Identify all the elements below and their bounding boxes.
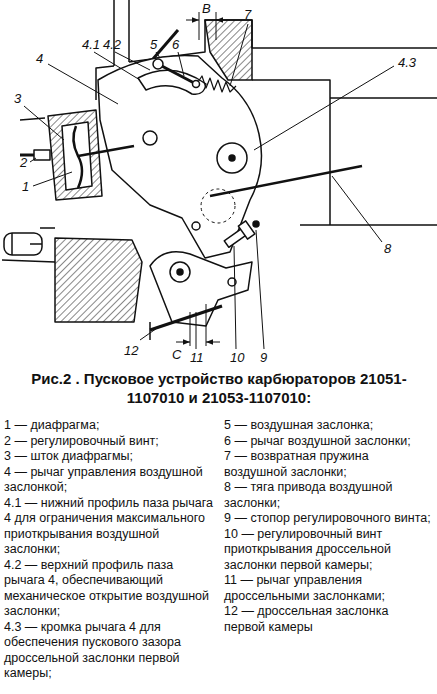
body-outline [2,118,55,262]
legend-entry: 4.2 — верхний профиль паза рычага 4, обе… [4,558,216,620]
callout-number: 4 [36,52,43,65]
lever-slot [138,70,206,94]
callout-number: 7 [244,8,251,21]
throttle-axis [170,262,190,282]
legend-entry: 12 — дроссельная заслонка первой камеры [224,604,432,635]
callout-number: 4.2 [103,38,121,51]
callout-number: 4.1 [82,38,100,51]
lever-pivot [229,155,235,161]
throttle-lever [150,252,252,326]
callout-number: 10 [230,351,244,364]
dimension-line [199,12,200,40]
diaphragm-housing [48,110,102,200]
dimension-arrow [206,342,220,343]
callout-number: В [202,2,211,15]
legend-entry: 4 — рычаг управления воздушной заслонкой… [4,465,216,496]
body-post [128,0,130,62]
diaphragm [73,126,82,188]
callout-number: 5 [150,38,157,51]
callout-number: 6 [172,38,179,51]
legend-column: 1 — диафрагма;2 — регулировочный винт;3 … [4,418,216,682]
lever-pin [192,222,200,230]
starter-illustration [0,0,437,365]
callout-number: 9 [260,351,267,364]
lever-pin [143,131,157,145]
choke-control-lever [98,56,261,259]
mounting-screw [11,233,13,255]
callout-number: 1 [22,180,29,193]
mounting-screw [30,243,42,245]
legend-entry: 11 — рычаг управления дроссельными засло… [224,573,432,604]
lever-pivot [217,143,247,173]
legend-entry: 9 — стопор регулировочного винта; [224,511,432,527]
legend-entry: 4.3 — кромка рычага 4 для обеспечения пу… [4,620,216,682]
dimension-arrow [216,20,230,21]
throttle-axis [177,269,183,275]
callout-number: 12 [124,344,138,357]
callout-number: 11 [190,351,204,364]
legend-entry: 7 — возвратная пружина воздушной заслонк… [224,449,432,480]
callout-number: С [172,348,181,361]
figure-caption: Рис.2 . Пусковое устройство карбюраторов… [14,370,424,408]
callout-number: 2 [20,156,27,169]
flap-axis [153,59,163,69]
flap-lever [158,64,196,84]
legend-entry: 5 — воздушная заслонка; [224,418,432,434]
mounting-screw [4,233,42,255]
adjusting-screw [34,150,50,160]
legend-entry: 3 — шток диафрагмы; [4,449,216,465]
callout-number: 8 [384,242,391,255]
dimension-arrow [176,342,190,343]
dimension-line [206,304,207,346]
dimension-arrow [186,20,199,21]
screw-stopper [253,221,259,227]
choke-rod [210,166,362,196]
legend-entry: 4.1 — нижний профиль паза рычага 4 для о… [4,496,216,558]
detail-circle [201,189,235,223]
legend-column: 5 — воздушная заслонка;6 — рычаг воздушн… [224,418,432,635]
body-post [113,0,115,66]
throttle-body [55,238,142,322]
chamber-wall [149,322,151,340]
throttle-flap [150,306,222,330]
legend-entry: 2 — регулировочный винт; [4,434,216,450]
legend-entry: 1 — диафрагма; [4,418,216,434]
legend-entry: 10 — регулировочный винт приоткрывания д… [224,527,432,574]
body-outline [252,80,437,225]
callout-number: 3 [14,92,21,105]
dimension-line [216,12,217,40]
callout-number: 4.3 [398,56,416,69]
legend-entry: 6 — рычаг воздушной заслонки; [224,434,432,450]
dimension-line [190,312,191,346]
diaphragm-stem [78,146,134,156]
diaphragm-chamber [62,122,92,190]
legend-entry: 8 — тяга привода воздушной заслонки; [224,480,432,511]
throttle-screw [222,221,255,251]
leader-lines [24,24,394,349]
